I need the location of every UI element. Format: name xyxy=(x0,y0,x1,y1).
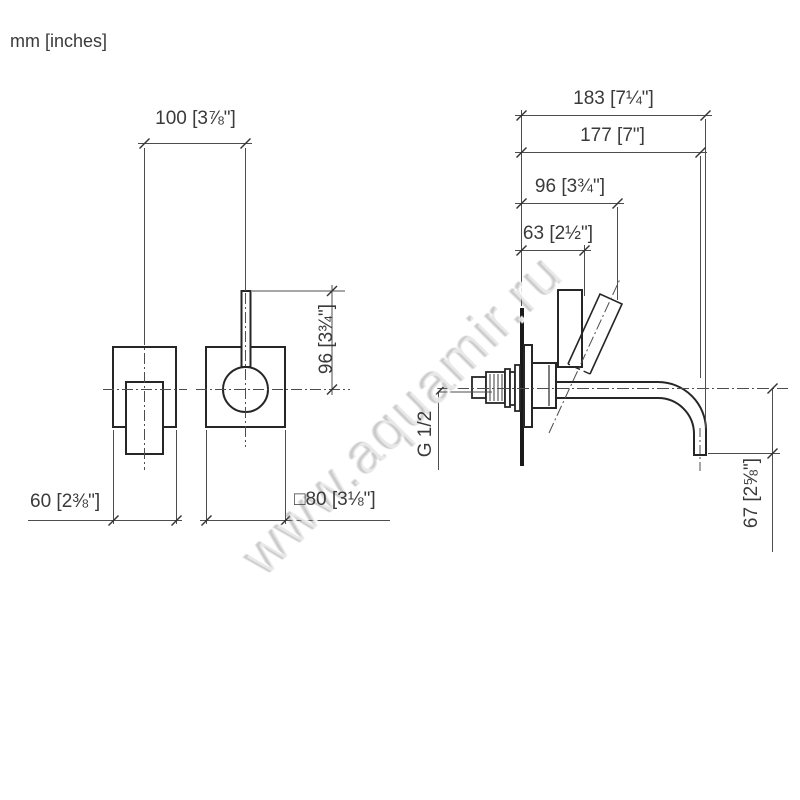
handle-tilt-axis xyxy=(548,278,621,434)
dim-label-plate-square: □80 [3⅛"] xyxy=(294,489,376,510)
dimension-lines xyxy=(28,110,780,552)
dimension-ticks xyxy=(107,109,779,527)
handle-side-view-centerlines xyxy=(103,334,187,470)
valve-body xyxy=(531,362,557,409)
dim-label-centers-spacing: 100 [3⅞"] xyxy=(155,108,236,129)
escutcheon-profile xyxy=(523,344,533,428)
spout-side-view xyxy=(437,278,788,472)
dim-label-handle-depth: 60 [2⅜"] xyxy=(30,491,101,512)
spout-tube xyxy=(555,381,707,456)
dim-label-thread-size: G 1/2 xyxy=(415,410,436,458)
thread-lines xyxy=(489,374,503,401)
dim-label-spout-reach-outer: 183 [7¼"] xyxy=(573,88,654,109)
units-note: mm [inches] xyxy=(10,31,108,51)
dim-label-handle-depth-side: 96 [3¾"] xyxy=(534,176,606,197)
handle-bar-side xyxy=(557,289,583,368)
dim-label-spout-drop: 67 [2⅝"] xyxy=(741,457,762,529)
wall-plate xyxy=(520,308,524,466)
dim-label-handle-front-offset: 63 [2½"] xyxy=(522,223,594,244)
dim-label-handle-height-front: 96 [3¾"] xyxy=(316,303,337,375)
dim-label-spout-reach: 177 [7"] xyxy=(580,125,645,146)
escutcheon-front-centerlines xyxy=(196,293,350,447)
